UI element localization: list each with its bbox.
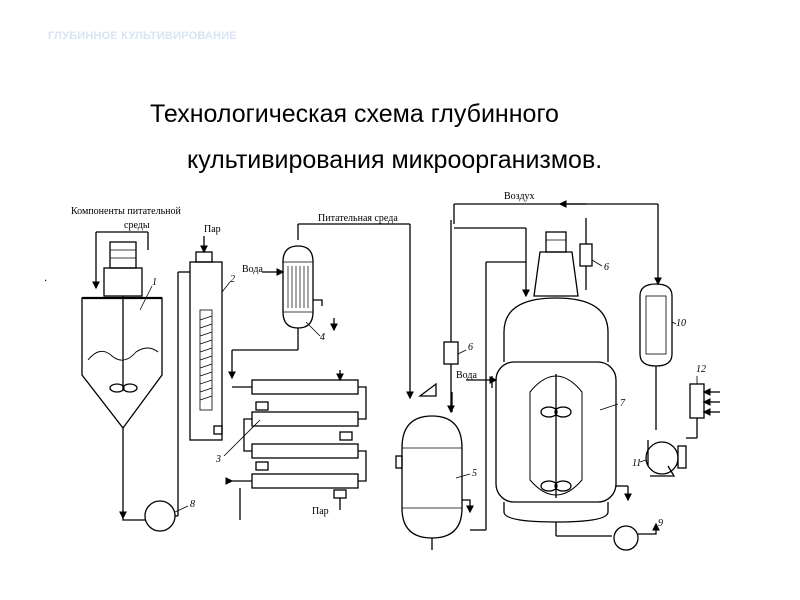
label-num-9: 9 <box>658 518 663 529</box>
label-steam-bottom: Пар <box>312 506 329 517</box>
label-num-11: 11 <box>632 458 641 469</box>
label-steam-top: Пар <box>204 224 221 235</box>
label-num-12: 12 <box>696 364 706 375</box>
label-num-10: 10 <box>676 318 686 329</box>
mixer-tank-1 <box>81 231 163 521</box>
label-num-5: 5 <box>472 468 477 479</box>
sterilizer-column-2 <box>189 236 223 441</box>
heat-exchanger-4 <box>228 223 414 400</box>
label-num-3: 3 <box>215 454 221 465</box>
label-num-1: 1 <box>152 277 157 288</box>
compressor-11 <box>645 440 687 477</box>
pump-8 <box>144 271 190 532</box>
label-num-8: 8 <box>190 499 195 510</box>
label-water-mid: Вода <box>456 370 477 381</box>
label-nutrient-components-1: Компоненты питательной <box>71 206 181 217</box>
pump-9 <box>556 522 660 551</box>
stray-bullet: . <box>44 270 48 284</box>
label-num-6-left: 6 <box>468 342 473 353</box>
slide-title-line-2: культивирования микроорганизмов. <box>187 146 603 174</box>
flowmeter-6-left <box>443 220 459 414</box>
label-water-top: Вода <box>242 264 263 275</box>
seed-fermenter-5 <box>395 382 474 550</box>
slide-title-line-1: Технологическая схема глубинного <box>150 100 559 128</box>
air-preparation-12 <box>686 383 720 439</box>
slide-header: ГЛУБИННОЕ КУЛЬТИВИРОВАНИЕ <box>48 30 237 42</box>
label-nutrient-medium: Питательная среда <box>318 213 398 224</box>
label-air: Воздух <box>504 191 535 202</box>
flowmeter-6-right <box>579 218 593 290</box>
label-nutrient-components-2: среды <box>124 220 150 231</box>
tube-exchangers-3 <box>225 370 367 520</box>
label-num-7: 7 <box>620 398 626 409</box>
label-num-6-right: 6 <box>604 262 609 273</box>
air-filter-10 <box>639 283 673 430</box>
label-num-4: 4 <box>320 332 325 343</box>
label-num-2: 2 <box>230 274 235 285</box>
main-fermenter-7 <box>453 200 662 536</box>
